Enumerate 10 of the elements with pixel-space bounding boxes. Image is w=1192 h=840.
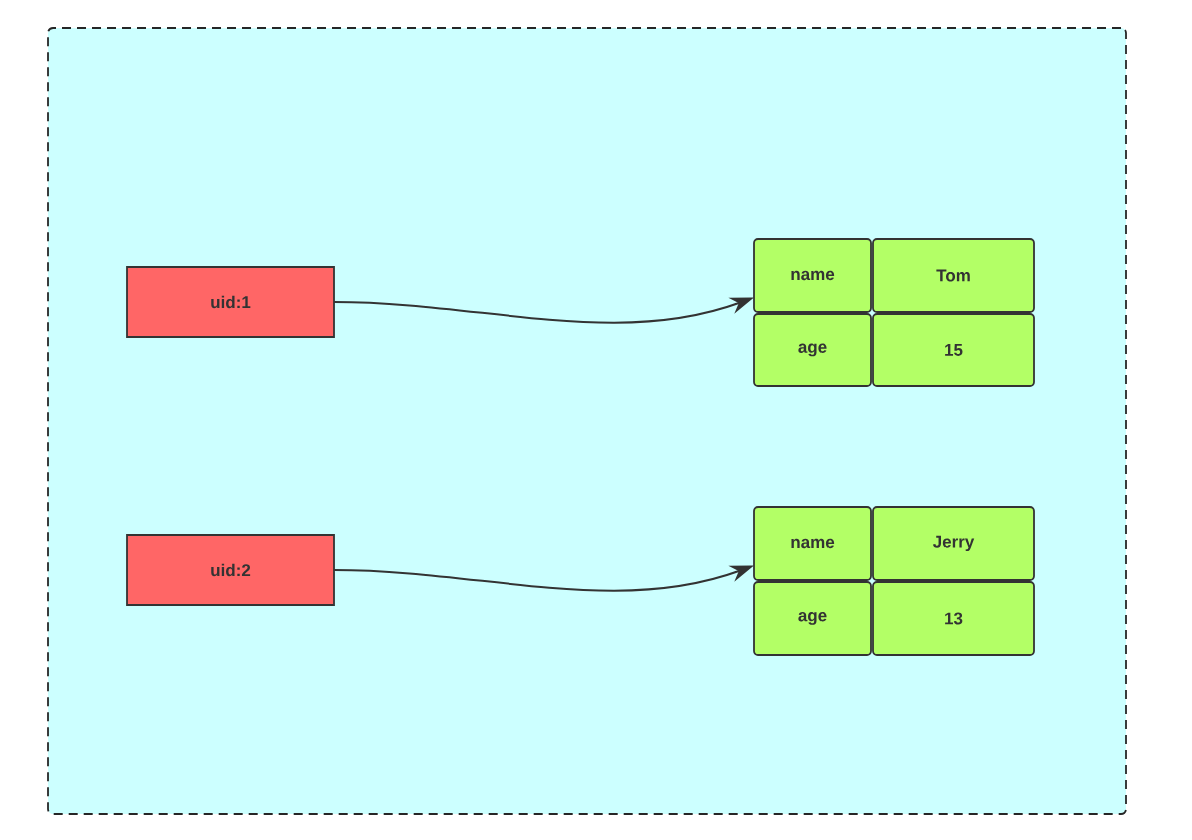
key-box: uid:1 — [126, 266, 335, 338]
table-cell: 13 — [872, 581, 1035, 656]
table-cell: 15 — [872, 313, 1035, 387]
table-cell: name — [753, 506, 872, 581]
table-cell: age — [753, 313, 872, 387]
key-box: uid:2 — [126, 534, 335, 606]
table-cell: name — [753, 238, 872, 313]
table-cell: Tom — [872, 238, 1035, 313]
table-cell: age — [753, 581, 872, 656]
table-cell: Jerry — [872, 506, 1035, 581]
